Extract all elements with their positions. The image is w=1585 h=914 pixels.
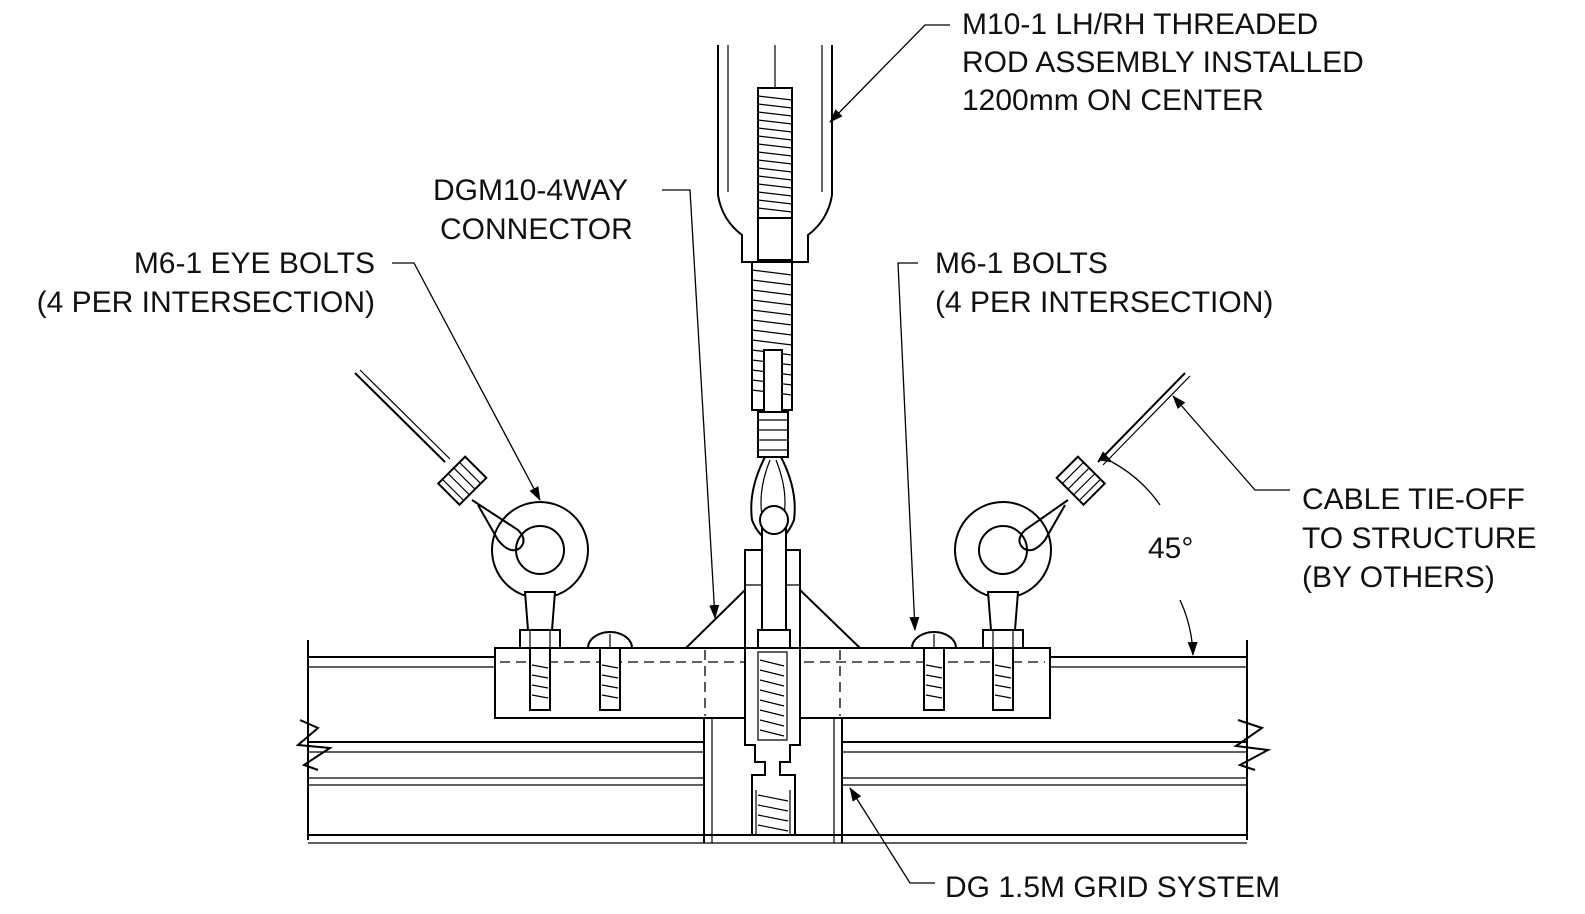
cable-tie-off-label-3: (BY OTHERS) — [1302, 561, 1495, 594]
eye-bolts-label-1: M6-1 EYE BOLTS — [134, 247, 375, 280]
angle-dimension — [1098, 451, 1198, 656]
threaded-rod-label-1: M10-1 LH/RH THREADED — [962, 8, 1318, 41]
connector-label-1: DGM10-4WAY — [433, 174, 628, 207]
grid-system-label: DG 1.5M GRID SYSTEM — [945, 871, 1280, 904]
m6-bolts — [586, 631, 958, 711]
threaded-rod-label-3: 1200mm ON CENTER — [962, 84, 1264, 117]
threaded-rod-label-2: ROD ASSEMBLY INSTALLED — [962, 46, 1364, 79]
angle-label: 45° — [1148, 532, 1193, 565]
eye-bolt-left — [491, 501, 589, 711]
eye-bolt-right — [954, 501, 1052, 711]
eye-bolts-label-2: (4 PER INTERSECTION) — [37, 286, 375, 319]
threaded-rod-assembly — [717, 45, 833, 649]
cable-right — [1018, 372, 1191, 552]
cable-left — [354, 369, 525, 552]
cable-tie-off-label-2: TO STRUCTURE — [1302, 522, 1536, 555]
connector-label-2: CONNECTOR — [440, 213, 633, 246]
connector-plate — [494, 549, 1051, 836]
leader-lines — [392, 24, 1290, 884]
bolts-label-1: M6-1 BOLTS — [935, 247, 1108, 280]
bolts-label-2: (4 PER INTERSECTION) — [935, 286, 1273, 319]
cable-tie-off-label-1: CABLE TIE-OFF — [1302, 483, 1525, 516]
